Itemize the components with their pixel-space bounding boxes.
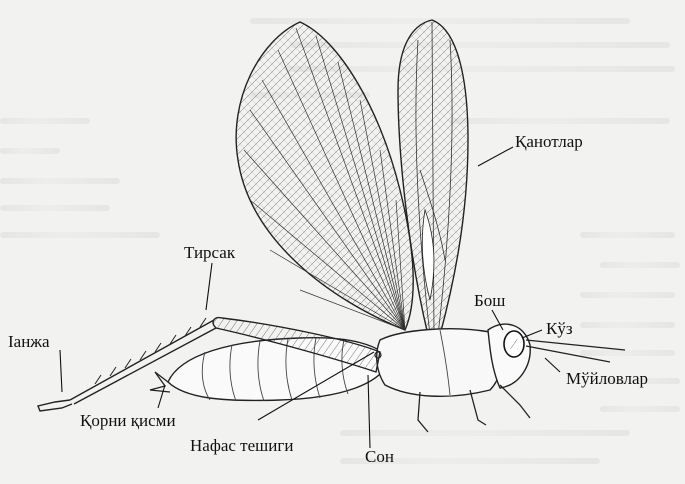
label-tibia: Тирсак <box>184 244 235 261</box>
label-spiracle: Нафас тешиги <box>190 437 293 454</box>
label-abdomen: Қорни қисми <box>80 412 176 429</box>
label-wings: Қанотлар <box>515 133 583 150</box>
thorax <box>377 329 502 397</box>
hind-tarsus <box>38 400 72 411</box>
label-eye: Кўз <box>546 320 573 337</box>
antennae <box>526 340 625 362</box>
label-femur: Сон <box>365 448 394 465</box>
label-foot: Іанжа <box>8 333 50 350</box>
hind-wing <box>236 22 413 330</box>
label-head: Бош <box>474 292 505 309</box>
label-antennae: Мўйловлар <box>566 370 648 387</box>
